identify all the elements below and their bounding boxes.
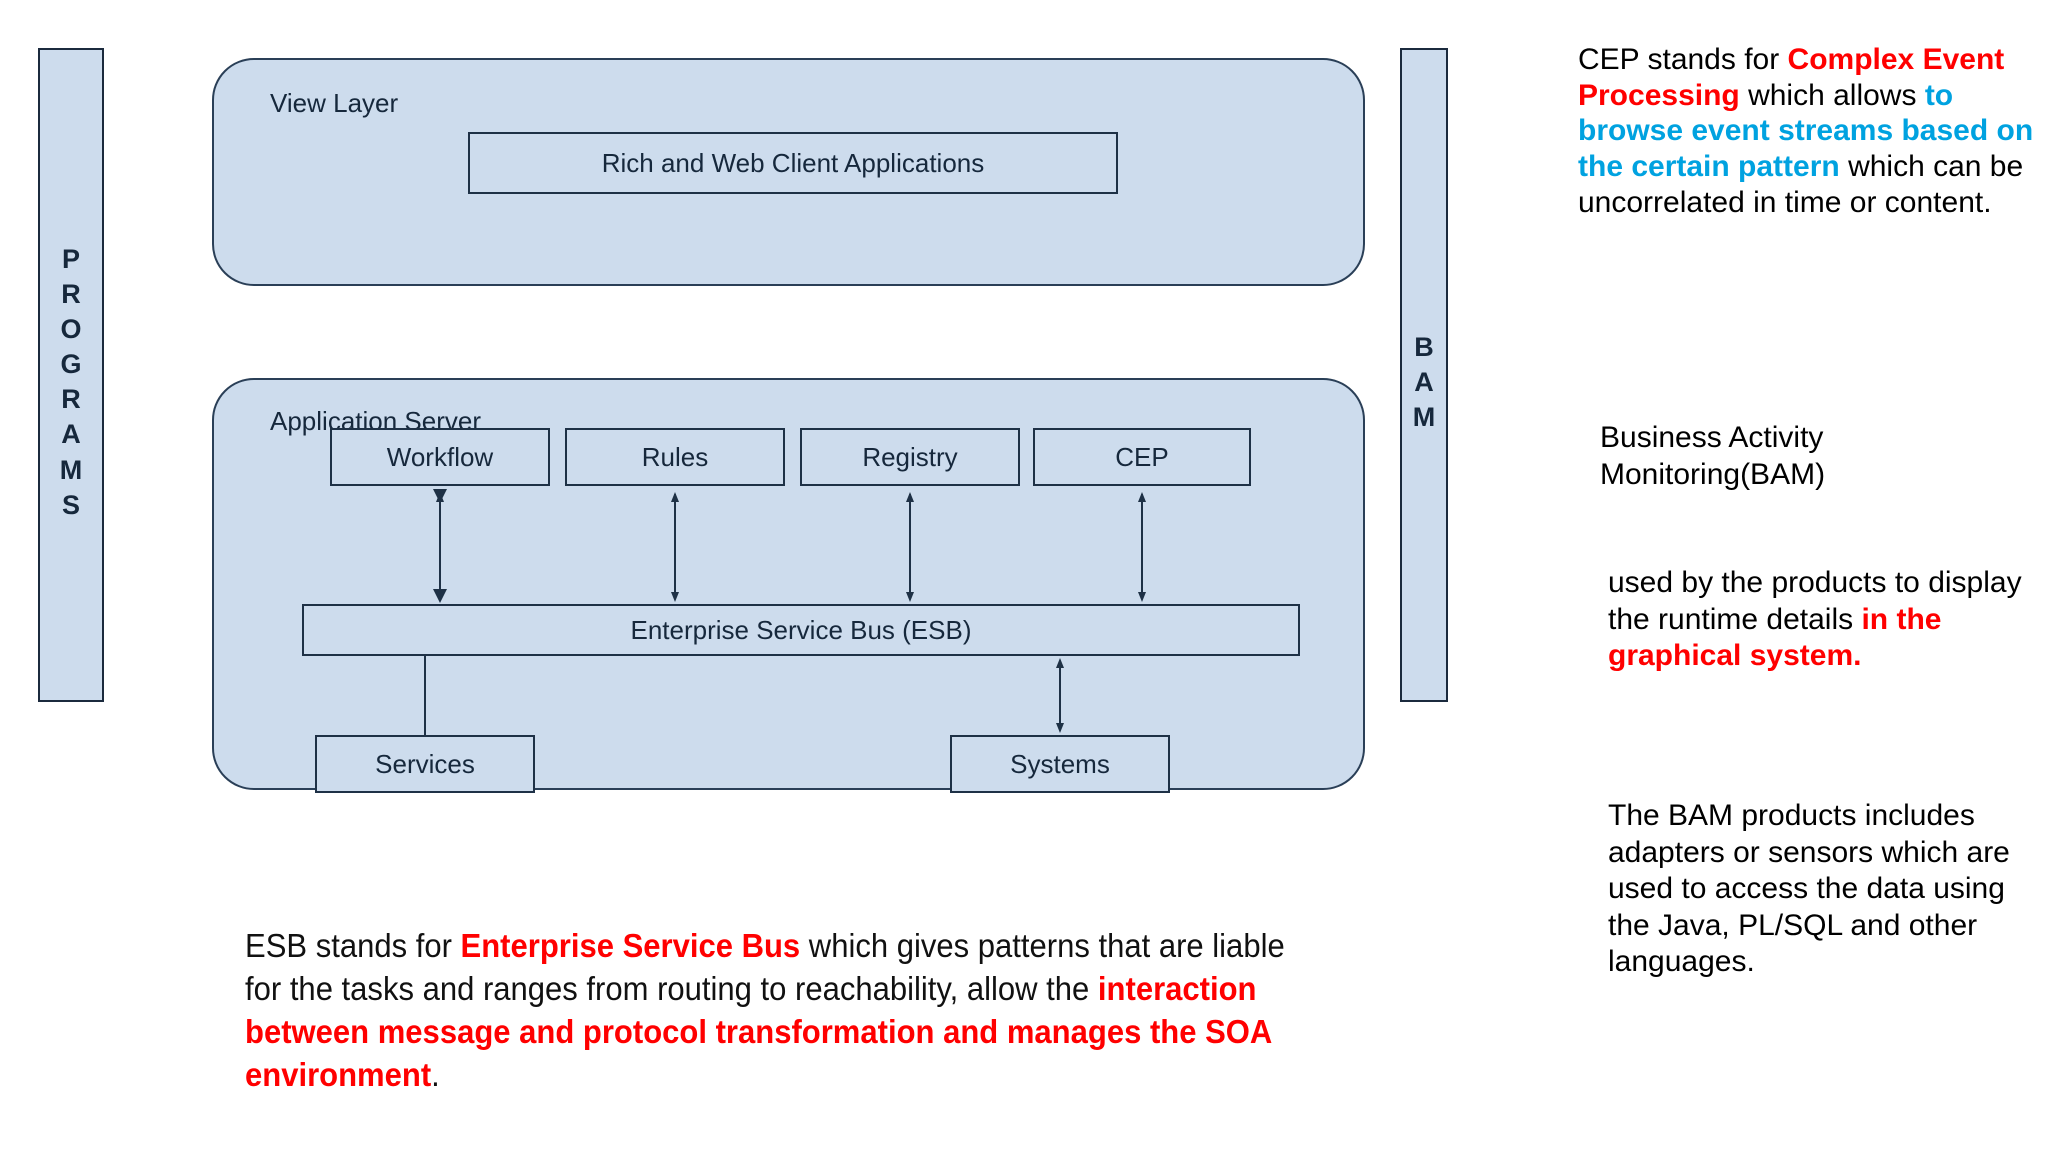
bam-note-body: used by the products to display the runt… <box>1608 565 2028 675</box>
cep-note-seg3: which allows <box>1739 78 1925 112</box>
systems-box: Systems <box>950 735 1170 793</box>
esb-note-seg5: . <box>431 1055 440 1093</box>
programs-letter: R <box>61 384 81 415</box>
programs-letter: S <box>61 489 80 520</box>
programs-letter: P <box>61 244 80 274</box>
rules-box: Rules <box>565 428 785 486</box>
bam-note-body-seg1: used by the products to display the runt… <box>1608 566 2022 636</box>
programs-letter: G <box>60 349 82 380</box>
cep-note: CEP stands for Complex Event Processing … <box>1578 42 2048 220</box>
enterprise-service-bus-bar: Enterprise Service Bus (ESB) <box>302 604 1300 656</box>
cep-note-paragraph: CEP stands for Complex Event Processing … <box>1578 42 2048 220</box>
rich-and-web-client-applications-box: Rich and Web Client Applications <box>468 132 1118 194</box>
programs-side-bar: P R O G R A M S <box>38 48 104 702</box>
esb-note-seg3: which gives patterns that are liable for… <box>245 927 1285 1007</box>
registry-box: Registry <box>800 428 1020 486</box>
esb-note-paragraph: ESB stands for Enterprise Service Bus wh… <box>245 925 1288 1097</box>
programs-letter: R <box>61 279 81 310</box>
bam-letter: B <box>1414 332 1434 362</box>
cep-note-highlight-cyan: to browse event streams based on the cer… <box>1578 78 2034 184</box>
programs-letter: M <box>59 454 83 485</box>
bam-label: B A M <box>1413 330 1436 435</box>
programs-label: P R O G R A M S <box>60 242 83 523</box>
bam-letter: M <box>1412 402 1436 433</box>
bam-note-title: Business Activity Monitoring(BAM) <box>1600 421 1826 491</box>
view-layer-title: View Layer <box>270 88 399 118</box>
programs-letter: A <box>61 419 81 450</box>
esb-note-seg1: ESB stands for <box>245 927 461 964</box>
view-layer-container: View Layer <box>212 58 1365 286</box>
cep-note-highlight-red: Complex Event Processing <box>1578 43 2005 112</box>
cep-box: CEP <box>1033 428 1251 486</box>
bam-side-bar: B A M <box>1400 48 1448 702</box>
workflow-box: Workflow <box>330 428 550 486</box>
bam-products-note: The BAM products includes adapters or se… <box>1608 799 2010 979</box>
esb-note-highlight-2: interaction between message and protocol… <box>245 969 1272 1093</box>
services-box: Services <box>315 735 535 793</box>
esb-note-highlight-1: Enterprise Service Bus <box>460 927 801 964</box>
cep-note-seg5: which can be uncorrelated in time or con… <box>1578 150 2024 219</box>
bam-note-body-highlight-red: in the graphical system. <box>1608 602 1942 673</box>
cep-note-seg1: CEP stands for <box>1578 43 1788 76</box>
bam-letter: A <box>1414 367 1434 398</box>
programs-letter: O <box>60 314 82 345</box>
